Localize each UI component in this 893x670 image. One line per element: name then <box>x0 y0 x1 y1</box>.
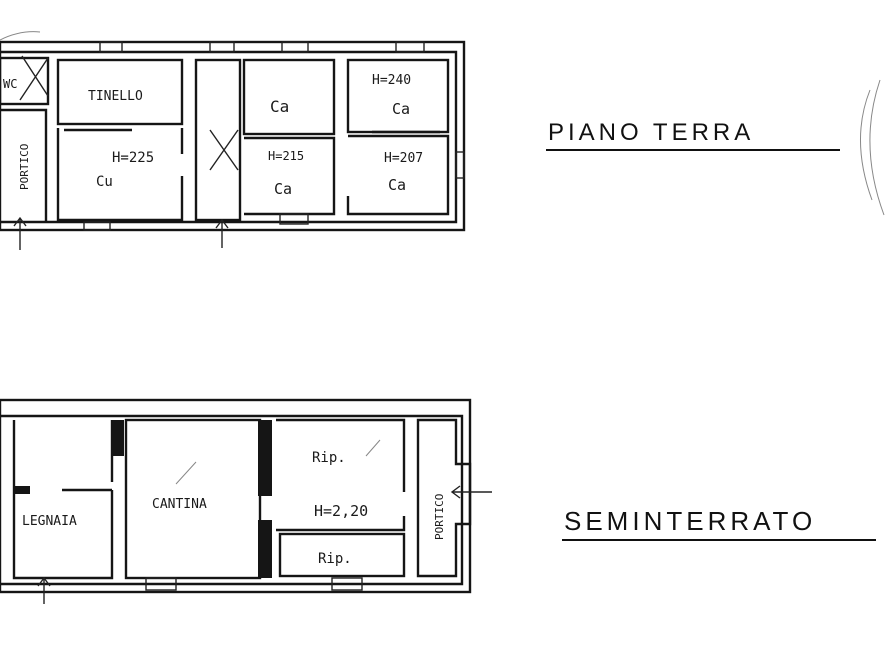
portico-left-walls <box>0 108 48 222</box>
cu-height-label: H=225 <box>112 150 154 166</box>
window-top-2 <box>209 41 235 53</box>
basement-window-1 <box>145 577 177 591</box>
stamp-mark <box>859 79 885 216</box>
window-top-3 <box>281 41 309 53</box>
ground-floor-title: PIANO TERRA <box>548 119 754 146</box>
rip-top-label: Rip. <box>312 450 346 466</box>
stair-hint <box>175 439 381 485</box>
ca-bottom-right-height: H=207 <box>384 151 423 166</box>
pillar-3 <box>258 520 272 578</box>
ca-bottom-right-walls <box>346 134 450 216</box>
basement-inner-wall <box>0 414 464 586</box>
basement-window-2 <box>331 577 363 591</box>
window-bottom-1 <box>83 221 111 231</box>
cantina-walls <box>124 418 262 580</box>
rip-bottom-label: Rip. <box>318 551 352 567</box>
ca-top-right-walls <box>346 58 450 134</box>
cantina-label: CANTINA <box>152 497 207 512</box>
portico-left-label: PORTICO <box>18 144 31 190</box>
corridor-walls <box>194 58 242 222</box>
window-bottom-2 <box>279 213 309 225</box>
legnaia-walls <box>12 420 114 580</box>
ca-top-left-label: Ca <box>270 97 289 116</box>
ca-top-left-walls <box>242 58 336 136</box>
basement-plan: LEGNAIA CANTINA Rip. H=2,20 Rip. PORTICO <box>0 398 492 604</box>
legnaia-label: LEGNAIA <box>22 514 77 529</box>
portico-right-label: PORTICO <box>433 494 446 540</box>
rip-top-walls <box>276 418 406 532</box>
rip-bottom-walls <box>278 532 406 578</box>
window-top-1 <box>99 41 123 53</box>
entry-arrow-middle <box>215 218 229 248</box>
ca-bottom-left-label: Ca <box>274 180 292 198</box>
ca-top-right-label: Ca <box>392 100 410 118</box>
corner-arc <box>0 31 41 41</box>
right-window <box>455 151 465 179</box>
basement-entry-arrow <box>37 576 51 604</box>
wc-cross <box>19 55 49 101</box>
window-top-4 <box>395 41 425 53</box>
ca-bottom-left-height: H=215 <box>268 149 304 163</box>
pillar-2 <box>258 420 272 496</box>
basement-outer-wall <box>0 398 472 594</box>
tinello-label: TINELLO <box>88 89 143 104</box>
cu-walls <box>56 128 184 222</box>
ground-floor-plan: WC PORTICO TINELLO H=225 Cu Ca H=215 Ca … <box>0 40 466 250</box>
basement-side-arrow <box>450 485 492 499</box>
basement-title: SEMINTERRATO <box>564 506 816 536</box>
ca-bottom-right-label: Ca <box>388 176 406 194</box>
basement-height-label: H=2,20 <box>314 502 368 520</box>
pillar-1 <box>112 420 124 456</box>
stair-cross <box>209 129 239 171</box>
wc-label: WC <box>3 77 17 91</box>
tinello-walls <box>56 58 184 126</box>
cu-label: Cu <box>96 174 113 190</box>
entry-arrow-left <box>13 216 27 250</box>
ca-top-right-height: H=240 <box>372 73 411 88</box>
legnaia-jamb <box>14 486 30 494</box>
portico-right-walls <box>416 418 472 578</box>
